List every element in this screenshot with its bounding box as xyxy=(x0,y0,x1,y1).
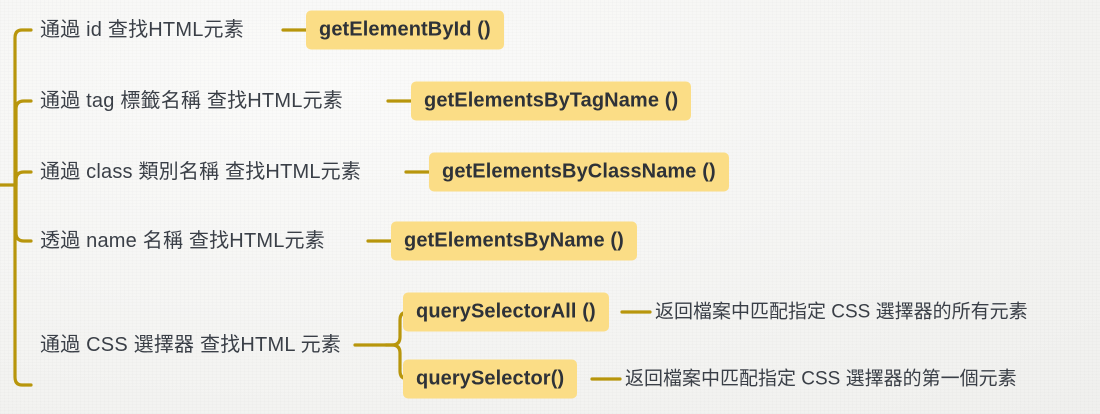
branch-label-css-selector: 通過 CSS 選擇器 查找HTML 元素 xyxy=(40,334,342,356)
method-chip-getelementsbyclassname[interactable]: getElementsByClassName () xyxy=(429,152,729,192)
branch-hook-row4 xyxy=(14,184,33,243)
main-bracket xyxy=(13,28,33,387)
description-queryselector: 返回檔案中匹配指定 CSS 選擇器的第一個元素 xyxy=(625,368,1017,390)
branch-label-class: 通過 class 類別名稱 查找HTML元素 xyxy=(40,161,362,183)
method-chip-queryselector[interactable]: querySelector() xyxy=(403,359,578,399)
branch-label-name: 透過 name 名稱 查找HTML元素 xyxy=(40,230,325,252)
description-queryselectorall: 返回檔案中匹配指定 CSS 選擇器的所有元素 xyxy=(655,301,1028,323)
branch-hook-row2 xyxy=(14,99,33,187)
branch-hook-row3 xyxy=(14,170,33,188)
branch-label-tag: 通過 tag 標籤名稱 查找HTML元素 xyxy=(40,90,343,112)
method-chip-getelementsbyname[interactable]: getElementsByName () xyxy=(391,221,637,261)
method-chip-queryselectorall[interactable]: querySelectorAll () xyxy=(403,292,609,332)
branch-label-id: 通過 id 查找HTML元素 xyxy=(40,19,244,41)
method-chip-getelementsbytagname[interactable]: getElementsByTagName () xyxy=(411,81,692,121)
method-chip-getelementbyid[interactable]: getElementById () xyxy=(306,10,504,50)
